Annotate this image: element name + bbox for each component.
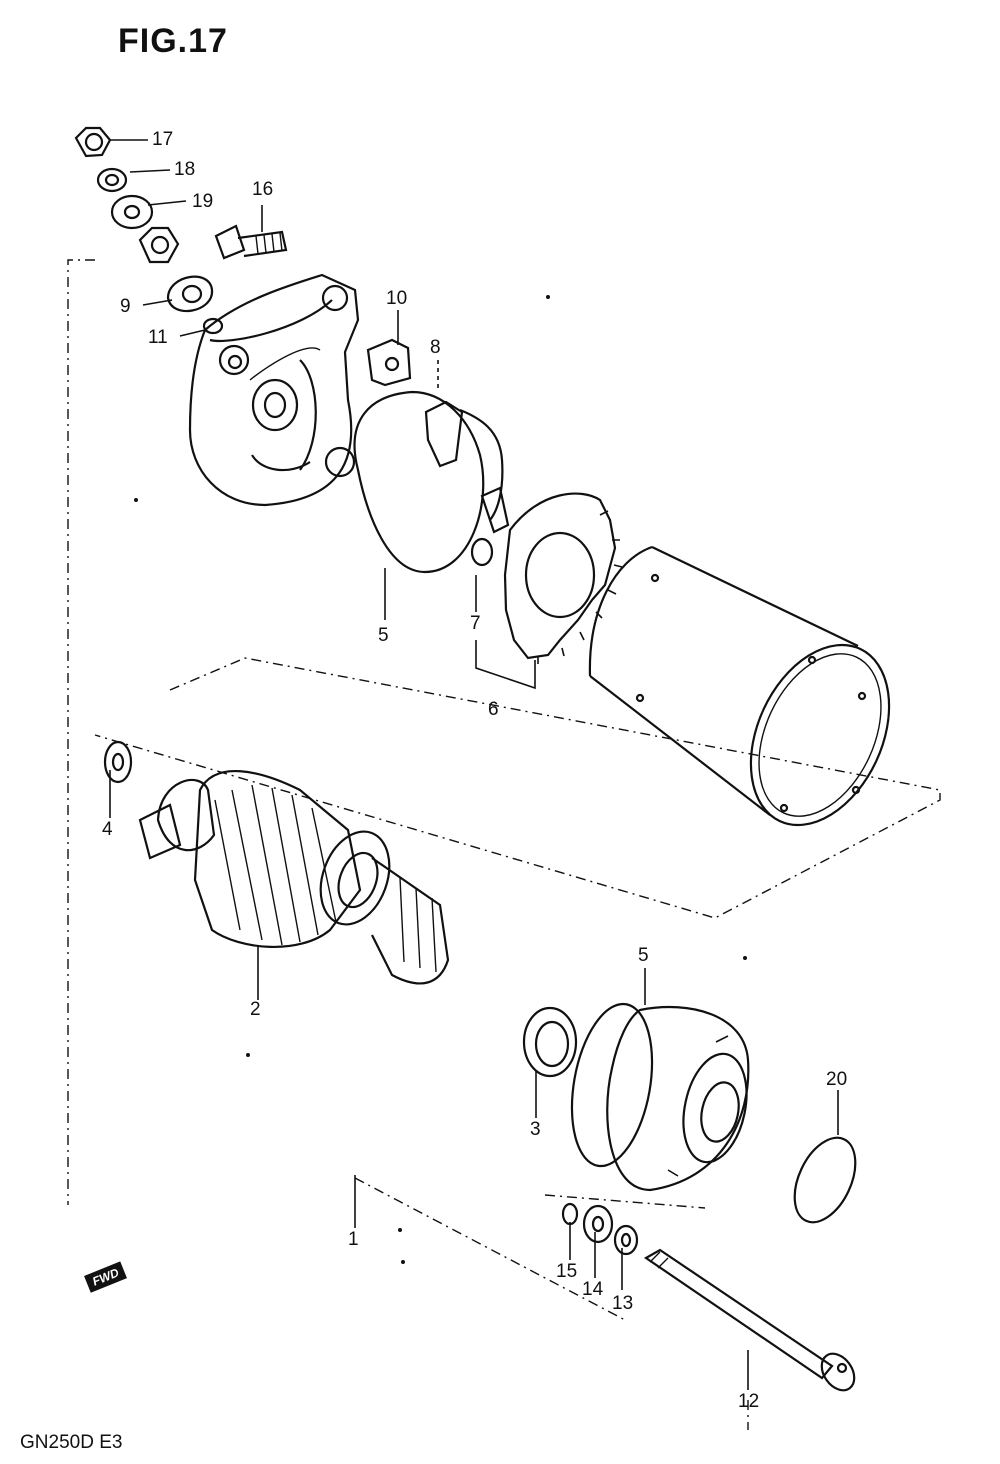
lock-washer-18 bbox=[96, 167, 128, 193]
callout-8: 8 bbox=[430, 337, 441, 358]
callout-12: 12 bbox=[738, 1391, 760, 1412]
washer-14 bbox=[582, 1204, 614, 1244]
callout-3: 3 bbox=[530, 1119, 541, 1140]
o-ring-7 bbox=[470, 537, 494, 567]
end-cover bbox=[188, 273, 360, 507]
brush-holder-8 bbox=[424, 400, 510, 534]
front-housing bbox=[606, 1006, 750, 1192]
o-ring-5-lower bbox=[570, 1002, 654, 1168]
callout-5-lower: 5 bbox=[638, 945, 649, 966]
washer-4 bbox=[103, 740, 133, 784]
assembly-outline bbox=[67, 259, 941, 1430]
callout-11: 11 bbox=[148, 327, 168, 348]
callout-2: 2 bbox=[250, 999, 261, 1020]
bracket-10 bbox=[366, 338, 412, 387]
o-ring-5-upper bbox=[353, 390, 485, 574]
callout-9: 9 bbox=[120, 296, 131, 317]
through-bolt-12 bbox=[643, 1248, 856, 1392]
yoke-housing bbox=[588, 545, 891, 827]
callout-20: 20 bbox=[826, 1069, 848, 1090]
o-ring-11 bbox=[202, 317, 224, 335]
callout-10: 10 bbox=[386, 288, 408, 309]
speckles bbox=[134, 295, 747, 1264]
model-code: GN250D E3 bbox=[20, 1432, 123, 1453]
figure-title: FIG.17 bbox=[118, 22, 228, 60]
armature-2 bbox=[138, 770, 450, 985]
callout-18: 18 bbox=[174, 159, 196, 180]
callout-17: 17 bbox=[152, 129, 174, 150]
oil-seal-3 bbox=[522, 1006, 578, 1078]
callout-4: 4 bbox=[102, 819, 113, 840]
nut-17 bbox=[74, 126, 112, 158]
lock-washer-13 bbox=[613, 1224, 639, 1256]
callout-14: 14 bbox=[582, 1279, 604, 1300]
bolt-16 bbox=[214, 224, 288, 260]
washer-15 bbox=[561, 1202, 579, 1226]
insulator-9 bbox=[166, 275, 214, 313]
callout-19: 19 bbox=[192, 191, 214, 212]
callout-1: 1 bbox=[348, 1229, 359, 1250]
leader-lines bbox=[109, 139, 839, 1390]
callout-6: 6 bbox=[488, 699, 499, 720]
callout-13: 13 bbox=[612, 1293, 634, 1314]
callout-5-upper: 5 bbox=[378, 625, 389, 646]
callout-7: 7 bbox=[470, 613, 481, 634]
washer-19 bbox=[110, 194, 154, 230]
brush-plate-6 bbox=[503, 492, 623, 664]
callout-15: 15 bbox=[556, 1261, 578, 1282]
o-ring-20 bbox=[793, 1136, 857, 1224]
nut-terminal bbox=[138, 226, 180, 264]
callout-16: 16 bbox=[252, 179, 274, 200]
